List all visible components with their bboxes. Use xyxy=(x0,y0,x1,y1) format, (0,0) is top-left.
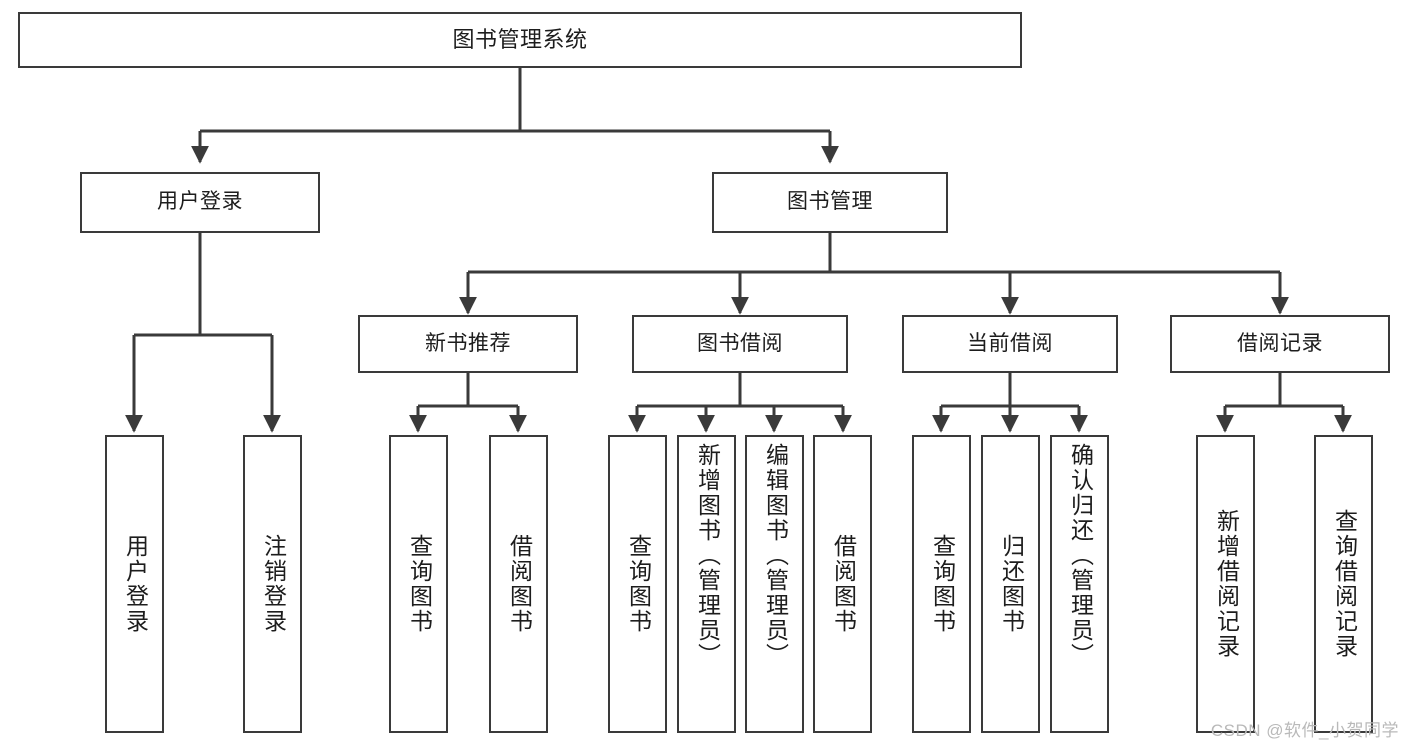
node-label: 借阅图书 xyxy=(506,534,533,634)
node-user-login[interactable]: 用户登录 xyxy=(80,172,320,233)
leaf-query-book-borrow[interactable]: 查询图书 xyxy=(608,435,667,733)
node-book-borrow[interactable]: 图书借阅 xyxy=(632,315,848,373)
node-label: 图书借阅 xyxy=(697,331,783,355)
leaf-add-book-admin[interactable]: 新增图书（管理员） xyxy=(677,435,736,733)
leaf-add-borrow-record[interactable]: 新增借阅记录 xyxy=(1196,435,1255,733)
node-label: 用户登录 xyxy=(157,190,243,214)
leaf-query-borrow-record[interactable]: 查询借阅记录 xyxy=(1314,435,1373,733)
node-label: 查询图书 xyxy=(406,534,433,634)
leaf-user-logout[interactable]: 注销登录 xyxy=(243,435,302,733)
leaf-user-login[interactable]: 用户登录 xyxy=(105,435,164,733)
leaf-return-book[interactable]: 归还图书 xyxy=(981,435,1040,733)
leaf-query-book-recommend[interactable]: 查询图书 xyxy=(389,435,448,733)
node-book-management[interactable]: 图书管理 xyxy=(712,172,948,233)
node-label: 图书管理 xyxy=(787,190,873,214)
node-label: 借阅图书 xyxy=(830,534,857,634)
node-label: 编辑图书（管理员） xyxy=(762,443,789,668)
node-new-book-recommend[interactable]: 新书推荐 xyxy=(358,315,578,373)
node-label: 新书推荐 xyxy=(425,331,511,355)
node-label: 用户登录 xyxy=(122,534,149,634)
node-label: 查询借阅记录 xyxy=(1331,509,1358,659)
node-label: 新增图书（管理员） xyxy=(694,443,721,668)
node-label: 确认归还（管理员） xyxy=(1067,443,1094,668)
node-label: 当前借阅 xyxy=(967,331,1053,355)
node-label: 借阅记录 xyxy=(1237,331,1323,355)
node-current-borrow[interactable]: 当前借阅 xyxy=(902,315,1118,373)
node-label: 新增借阅记录 xyxy=(1213,509,1240,659)
node-label: 归还图书 xyxy=(998,534,1025,634)
leaf-query-book-current[interactable]: 查询图书 xyxy=(912,435,971,733)
node-borrow-record[interactable]: 借阅记录 xyxy=(1170,315,1390,373)
leaf-edit-book-admin[interactable]: 编辑图书（管理员） xyxy=(745,435,804,733)
node-label: 图书管理系统 xyxy=(452,27,588,53)
node-label: 查询图书 xyxy=(929,534,956,634)
node-label: 查询图书 xyxy=(625,534,652,634)
node-root-book-management-system[interactable]: 图书管理系统 xyxy=(18,12,1022,68)
node-label: 注销登录 xyxy=(260,534,287,634)
leaf-borrow-book-borrow[interactable]: 借阅图书 xyxy=(813,435,872,733)
leaf-borrow-book-recommend[interactable]: 借阅图书 xyxy=(489,435,548,733)
csdn-watermark: CSDN @软件_小贺同学 xyxy=(1210,721,1399,740)
leaf-confirm-return-admin[interactable]: 确认归还（管理员） xyxy=(1050,435,1109,733)
